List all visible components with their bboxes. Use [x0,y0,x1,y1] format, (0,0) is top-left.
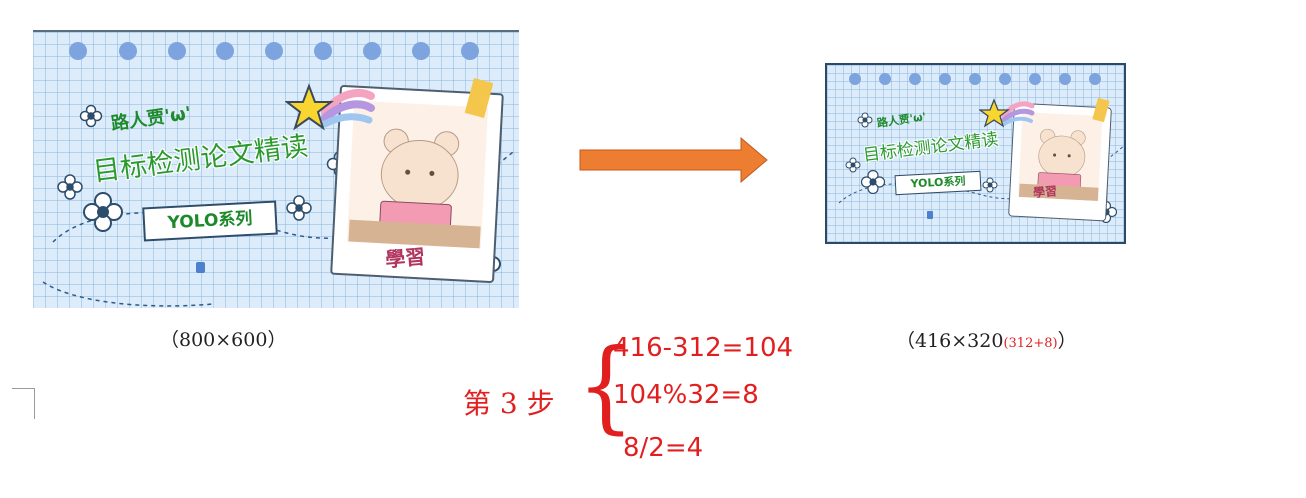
flower-icon [57,174,83,200]
flower-icon [79,104,103,128]
small-sticker [196,262,205,273]
hole-dot [461,42,479,60]
step-label: 第 3 步 [463,387,555,420]
hole-dot [1029,73,1041,85]
caption-original-size: （800×600） [160,329,287,351]
hole-dot [69,42,87,60]
photo-inner [346,100,489,249]
step-line-3: 8/2=4 [623,433,704,463]
hole-dot [1089,73,1101,85]
photo-card [1008,102,1112,222]
bear-icon [1018,128,1099,201]
caption-resized-suffix: ） [1057,330,1077,352]
hole-dot [119,42,137,60]
page-corner-mark [12,388,35,419]
caption-resized-prefix: （416×320 [896,330,1004,352]
sticker-text: 學習 [1032,183,1058,201]
flower-icon [845,157,861,173]
small-sticker [927,211,933,219]
hole-dot [939,73,951,85]
hole-dot [879,73,891,85]
star-icon [979,98,1035,128]
step-line-1: 416-312=104 [613,333,794,363]
caption-resized-size: （416×320(312+8)） [896,326,1077,353]
resized-image-416x320: 路人贾'ω' 目标检测论文精读 YOLO系列 學習 [825,63,1126,244]
hole-dot [168,42,186,60]
star-icon [285,83,375,131]
flower-icon [286,195,312,221]
hole-dot [412,42,430,60]
flower-icon [83,192,123,232]
flower-icon [982,177,998,193]
brace-icon: { [577,327,635,444]
bear-icon [348,128,481,249]
original-image-800x600: 路人贾'ω' 目标检测论文精读 YOLO系列 學習 [33,30,519,308]
sticker-text: 學習 [384,244,427,272]
hole-dot [909,73,921,85]
hole-dot [999,73,1011,85]
hole-dot [363,42,381,60]
step-line-2: 104%32=8 [613,380,759,410]
flower-icon [861,170,885,194]
photo-card [330,84,504,284]
series-banner: YOLO系列 [142,200,278,242]
right-arrow-icon [579,137,768,183]
hole-dot [1059,73,1071,85]
flower-icon [857,112,873,128]
hole-dot [265,42,283,60]
hole-dot [314,42,332,60]
caption-resized-highlight: (312+8) [1003,336,1058,351]
hole-dot [216,42,234,60]
hole-dot [849,73,861,85]
photo-inner [1017,111,1103,201]
hole-dot [969,73,981,85]
